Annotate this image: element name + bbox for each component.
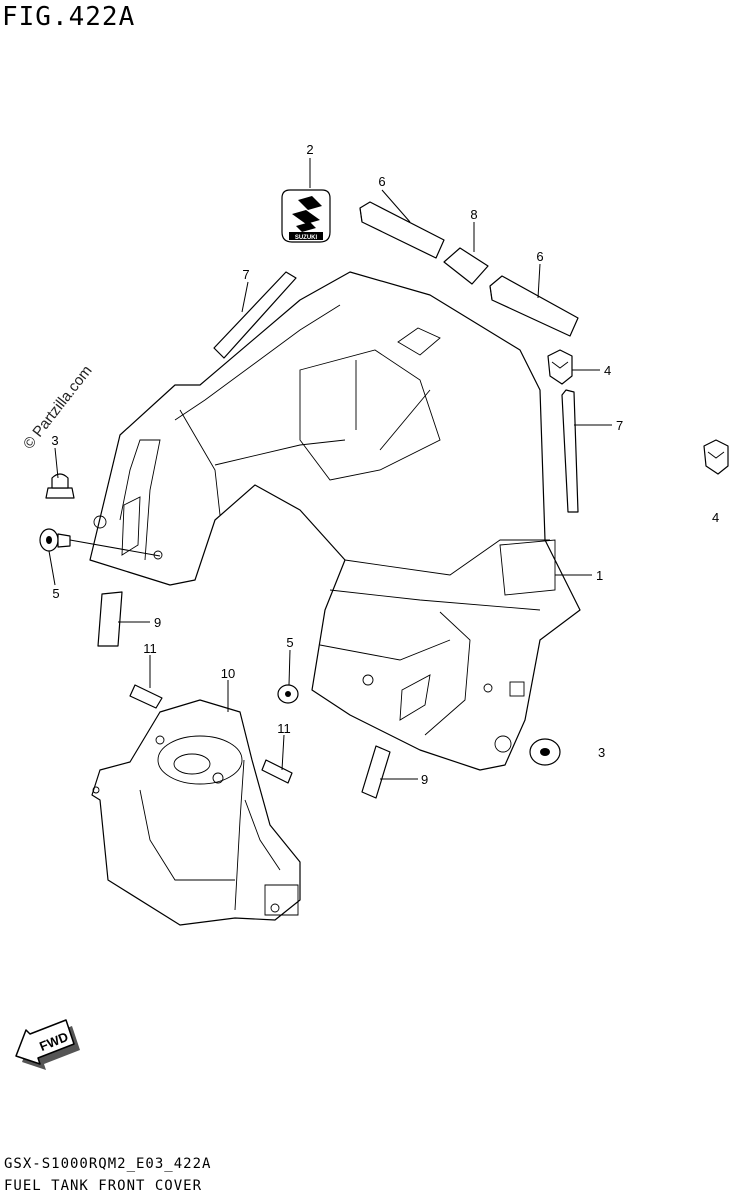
part-9-cushion-left[interactable] xyxy=(97,591,123,647)
callout-11-left: 11 xyxy=(143,641,157,656)
part-3-grommet-right[interactable] xyxy=(529,738,561,766)
callout-3-right: 3 xyxy=(598,745,605,760)
callout-6-left: 6 xyxy=(378,174,385,189)
part-4-clip-top[interactable] xyxy=(547,349,573,385)
part-11-tape-right[interactable] xyxy=(261,759,293,784)
callout-5-left: 5 xyxy=(52,586,59,601)
callout-5-center: 5 xyxy=(286,635,293,650)
callout-3-left: 3 xyxy=(51,433,58,448)
callout-7-left: 7 xyxy=(242,267,249,282)
callout-6-right: 6 xyxy=(536,249,543,264)
part-10-inner-cover[interactable] xyxy=(91,699,301,926)
part-8-pad[interactable] xyxy=(443,247,489,285)
diagram-name: FUEL TANK FRONT COVER xyxy=(4,1178,203,1194)
leader-lines xyxy=(48,158,612,780)
diagram-code: GSX-S1000RQM2_E03_422A xyxy=(4,1156,212,1172)
callout-4-right: 4 xyxy=(712,510,719,525)
callout-1: 1 xyxy=(596,568,603,583)
part-5-bolt-left[interactable] xyxy=(39,528,71,552)
emblem-text: SUZUKI xyxy=(295,235,318,241)
part-7-strip-left[interactable] xyxy=(213,271,297,359)
part-5-nut-center[interactable] xyxy=(277,684,299,704)
part-4-clip-right[interactable] xyxy=(703,439,729,475)
callout-8: 8 xyxy=(470,207,477,222)
part-6-pad-right[interactable] xyxy=(489,275,579,337)
part-6-pad-left[interactable] xyxy=(359,201,445,259)
part-7-strip-right[interactable] xyxy=(561,389,579,513)
fwd-arrow-icon: FWD xyxy=(15,1019,80,1070)
callout-9-right: 9 xyxy=(421,772,428,787)
part-2-emblem[interactable]: SUZUKI xyxy=(281,189,331,243)
part-1-front-cover[interactable] xyxy=(89,271,581,771)
callout-10: 10 xyxy=(221,666,235,681)
callout-11-right: 11 xyxy=(277,721,291,736)
callouts: 2 6 8 6 7 4 7 4 3 5 1 9 11 10 5 11 3 9 xyxy=(51,142,719,787)
part-9-cushion-right[interactable] xyxy=(361,745,391,799)
callout-4-top: 4 xyxy=(604,363,611,378)
callout-2: 2 xyxy=(306,142,313,157)
part-3-grommet-left[interactable] xyxy=(45,473,75,499)
callout-9-left: 9 xyxy=(154,615,161,630)
figure-title: FIG.422A xyxy=(2,2,136,32)
part-11-tape-left[interactable] xyxy=(129,684,163,709)
callout-7-right: 7 xyxy=(616,418,623,433)
